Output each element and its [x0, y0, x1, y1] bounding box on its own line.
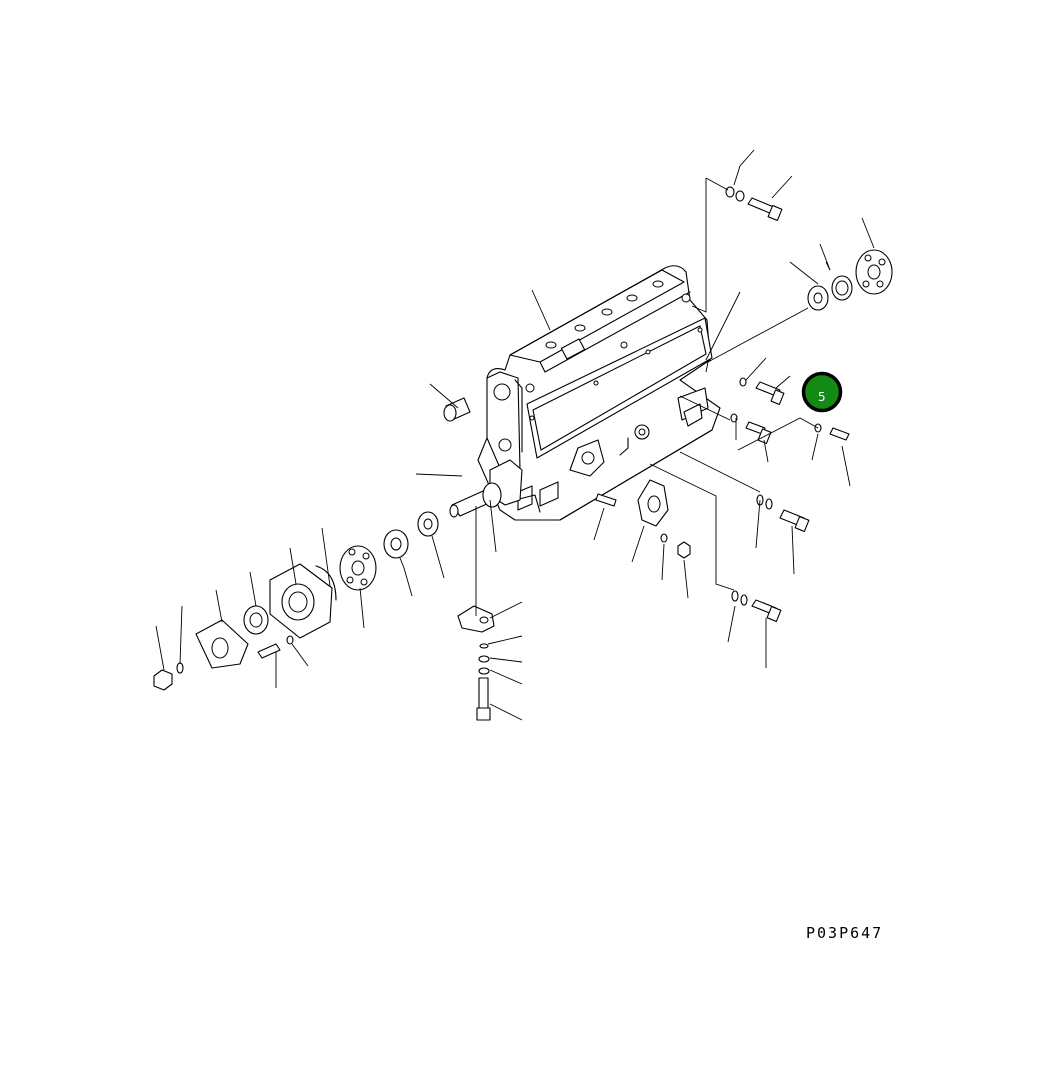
bolts-right — [730, 377, 850, 622]
callout-number: 5 — [818, 390, 826, 404]
coupling-parts-right — [807, 249, 893, 311]
drawing-code: P03P647 — [806, 924, 884, 942]
banjo-bolt-top — [725, 186, 783, 221]
part-callout-5[interactable]: 5 — [801, 371, 843, 413]
callout-circle[interactable] — [801, 371, 843, 413]
coupling-stack-left — [153, 511, 439, 691]
leader-lines — [155, 149, 875, 721]
flange-cover-center — [595, 479, 691, 559]
pump-housing — [443, 265, 721, 521]
clamp-and-bolt — [457, 605, 495, 721]
